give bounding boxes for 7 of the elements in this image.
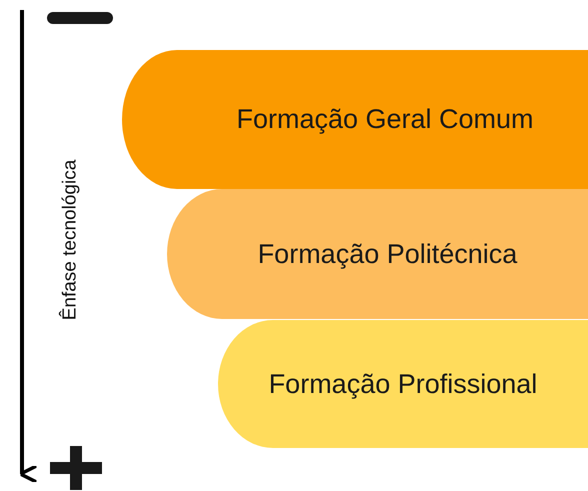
level-band (218, 320, 588, 448)
axis-label: Ênfase tecnológica (58, 160, 81, 320)
band-label: Formação Geral Comum (236, 104, 534, 135)
level-band (167, 189, 588, 319)
band-label: Formação Profissional (268, 368, 538, 400)
level-band (122, 50, 588, 189)
band-label: Formação Politécnica (258, 238, 518, 270)
